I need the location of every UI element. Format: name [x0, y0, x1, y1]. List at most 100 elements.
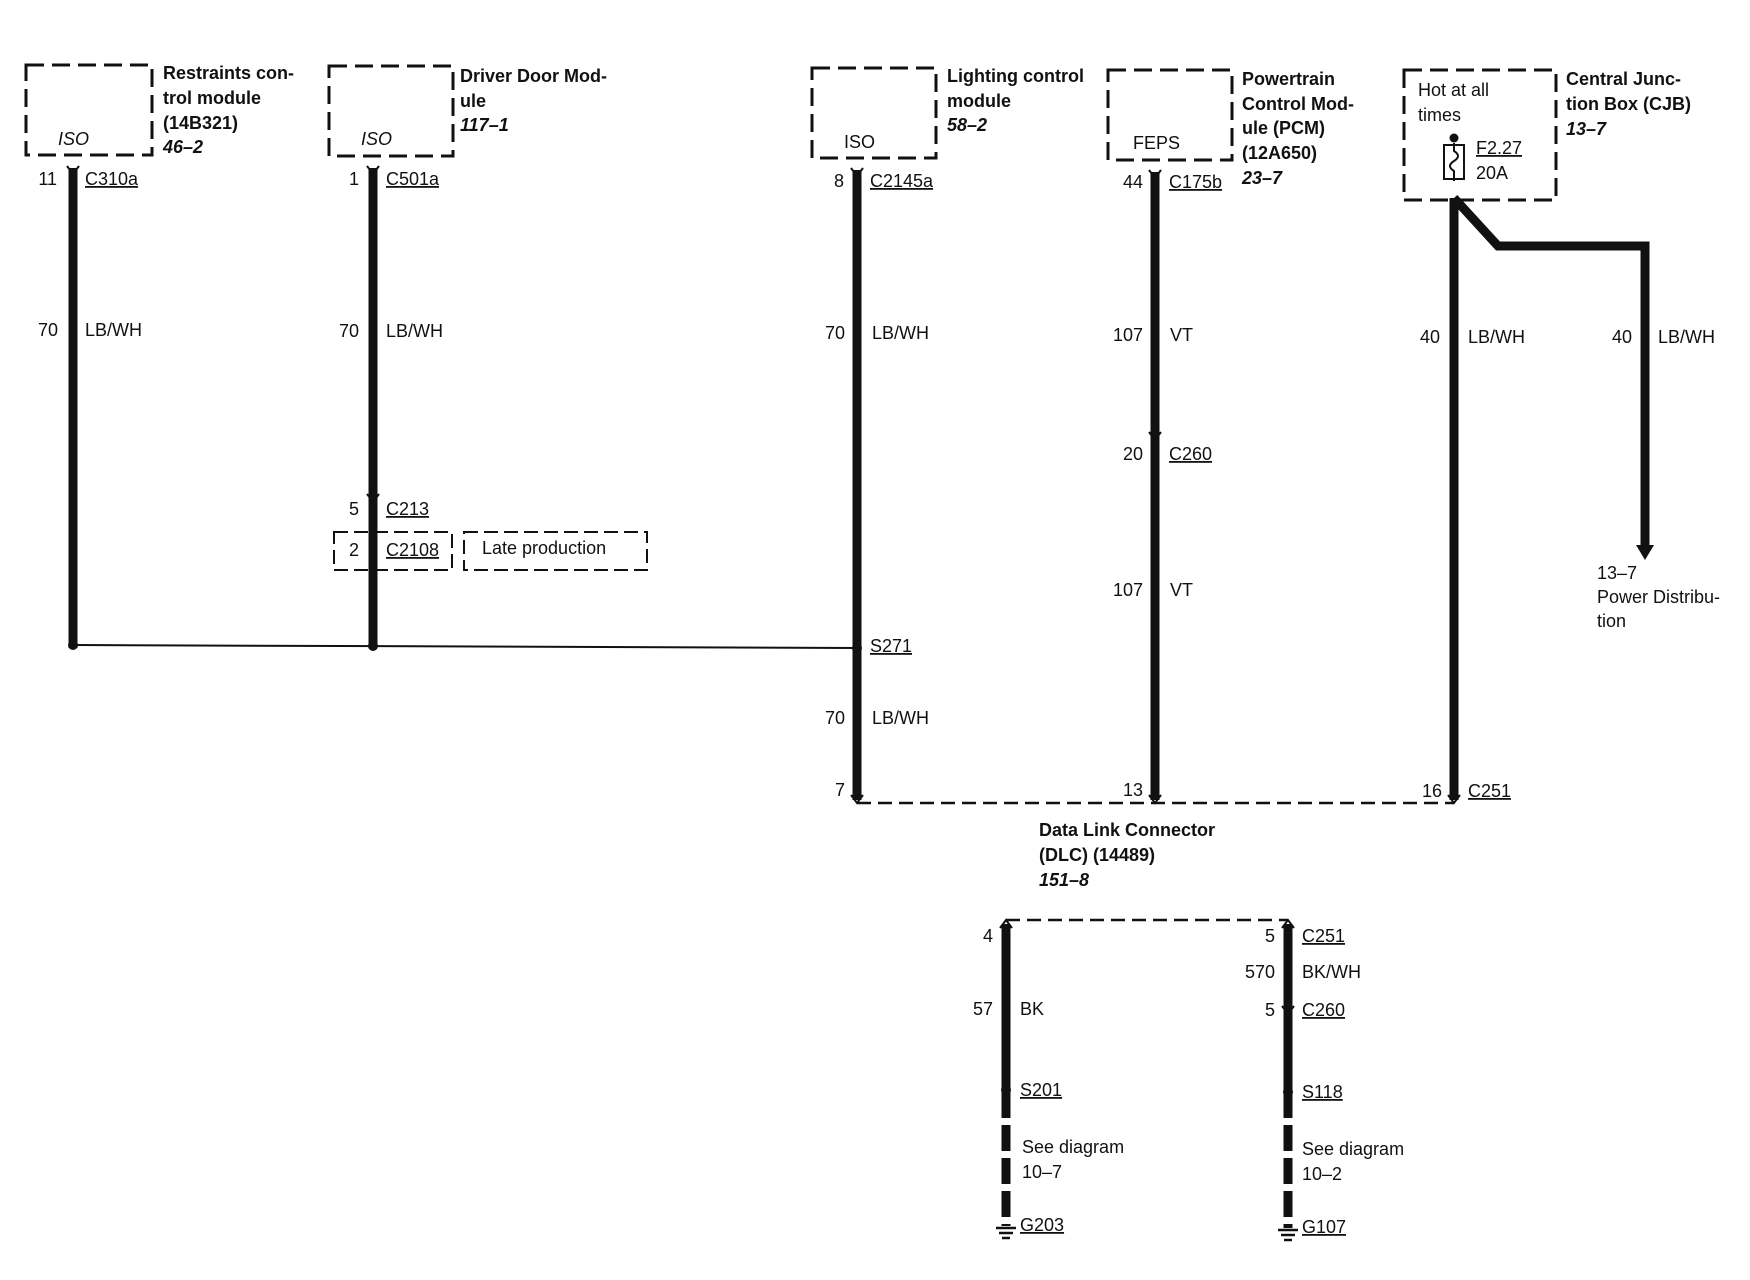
- cjb-hot-2: times: [1418, 105, 1461, 125]
- see-diagram-left-ref: 10–7: [1022, 1162, 1062, 1182]
- ground-left-circuit: 57: [973, 999, 993, 1019]
- central-junction-box: Hot at all times F2.27 20A Central Junc-…: [1402, 68, 1691, 202]
- cjb-name-1: Central Junc-: [1566, 69, 1681, 89]
- dlc-pin-5: 5: [1265, 926, 1275, 946]
- lcm-lower-wire-color: LB/WH: [872, 708, 929, 728]
- dlc-connector: C251: [1468, 781, 1511, 801]
- cjb-circuit: 40: [1420, 327, 1440, 347]
- pcm-name-1: Powertrain: [1242, 69, 1335, 89]
- pcm-box: [1106, 68, 1234, 162]
- pcm-name-2: Control Mod-: [1242, 94, 1354, 114]
- lcm-name-2: module: [947, 91, 1011, 111]
- cjb-branch-wire-color: LB/WH: [1658, 327, 1715, 347]
- cjb-name-2: tion Box (CJB): [1566, 94, 1691, 114]
- splice-s201: S201: [1020, 1080, 1062, 1100]
- ground-g203: G203: [1020, 1215, 1064, 1235]
- lcm-lower-circuit: 70: [825, 708, 845, 728]
- ground-icon: [1278, 1228, 1298, 1242]
- dlc-pin-4: 4: [983, 926, 993, 946]
- ddm-name-2: ule: [460, 91, 486, 111]
- c260b-connector-mark: [1281, 1005, 1295, 1016]
- ddm-connector: C501a: [386, 169, 440, 189]
- power-dist-name-1: Power Distribu-: [1597, 587, 1720, 607]
- rcm-box: [24, 63, 154, 157]
- cjb-branch-circuit: 40: [1612, 327, 1632, 347]
- rcm-pin: 11: [38, 169, 57, 189]
- splice-s271: S271: [870, 636, 912, 656]
- lcm-pin: 8: [834, 171, 844, 191]
- cjb-hot-1: Hot at all: [1418, 80, 1489, 100]
- pcm-name-3: ule (PCM): [1242, 118, 1325, 138]
- driver-door-module: ISO Driver Door Mod- ule 117–1: [327, 64, 607, 158]
- see-diagram-left: See diagram: [1022, 1137, 1124, 1157]
- splice-dot-s118: [1283, 1087, 1293, 1097]
- ddm-name-1: Driver Door Mod-: [460, 66, 607, 86]
- bus-line: [72, 644, 858, 649]
- dlc-pin-13-mark: [1148, 794, 1162, 805]
- dlc-pin-16: 16: [1422, 781, 1442, 801]
- lcm-circuit: 70: [825, 323, 845, 343]
- see-diagram-right-ref: 10–2: [1302, 1164, 1342, 1184]
- rcm-ref: 46–2: [162, 137, 203, 157]
- fuse-terminal-dot: [1449, 133, 1459, 143]
- dlc-pin-16-mark: [1447, 794, 1461, 805]
- lighting-control-module: ISO Lighting control module 58–2: [810, 66, 1084, 160]
- c260b-connector: C260: [1302, 1000, 1345, 1020]
- pcm-name-4: (12A650): [1242, 143, 1317, 163]
- ddm-ref: 117–1: [460, 115, 509, 135]
- cjb-box: [1402, 68, 1558, 202]
- rcm-wire-color: LB/WH: [85, 320, 142, 340]
- dlc-name-2: (DLC) (14489): [1039, 845, 1155, 865]
- pcm-pin: 44: [1123, 172, 1143, 192]
- rcm-name-2: trol module: [163, 88, 261, 108]
- rcm-name-1: Restraints con-: [163, 63, 294, 83]
- splice-dot-ddm: [368, 641, 378, 651]
- c2108-pin: 2: [349, 540, 359, 560]
- fuse-rating: 20A: [1476, 163, 1508, 183]
- splice-s118: S118: [1302, 1082, 1343, 1102]
- c260-connector-mark: [1148, 431, 1162, 442]
- cjb-wire-color: LB/WH: [1468, 327, 1525, 347]
- dlc-connector-2: C251: [1302, 926, 1345, 946]
- dlc-pin-7-mark: [850, 794, 864, 805]
- lcm-code: ISO: [844, 132, 875, 152]
- splice-dot-s201: [1001, 1085, 1011, 1095]
- powertrain-control-module: FEPS Powertrain Control Mod- ule (PCM) (…: [1106, 68, 1354, 188]
- c213-pin: 5: [349, 499, 359, 519]
- ground-left-wire-color: BK: [1020, 999, 1044, 1019]
- lcm-connector-mark: [850, 167, 864, 178]
- c213-connector: C213: [386, 499, 429, 519]
- lcm-box: [810, 66, 938, 160]
- rcm-circuit: 70: [38, 320, 58, 340]
- pcm-connector: C175b: [1169, 172, 1222, 192]
- pcm-ref: 23–7: [1241, 168, 1283, 188]
- lcm-wire-color: LB/WH: [872, 323, 929, 343]
- dlc-pin-13: 13: [1123, 780, 1143, 800]
- pcm-lower-circuit: 107: [1113, 580, 1143, 600]
- pcm-code: FEPS: [1133, 133, 1180, 153]
- lcm-connector: C2145a: [870, 171, 934, 191]
- pcm-lower-wire-color: VT: [1170, 580, 1193, 600]
- ddm-connector-mark: [366, 165, 380, 176]
- ddm-pin: 1: [349, 169, 359, 189]
- c213-connector-mark: [366, 493, 380, 504]
- late-production-label: Late production: [482, 538, 606, 558]
- cjb-ref: 13–7: [1566, 119, 1607, 139]
- ground-g107: G107: [1302, 1217, 1346, 1237]
- dlc-pin-7: 7: [835, 780, 845, 800]
- c260b-pin: 5: [1265, 1000, 1275, 1020]
- c260-pin: 20: [1123, 444, 1143, 464]
- see-diagram-right: See diagram: [1302, 1139, 1404, 1159]
- fuse-id: F2.27: [1476, 138, 1522, 158]
- dlc-name-1: Data Link Connector: [1039, 820, 1215, 840]
- lcm-ref: 58–2: [947, 115, 987, 135]
- ddm-code: ISO: [361, 129, 392, 149]
- power-dist-ref: 13–7: [1597, 563, 1637, 583]
- rcm-code: ISO: [58, 129, 89, 149]
- rcm-name-3: (14B321): [163, 113, 238, 133]
- late-production-box: [463, 531, 648, 571]
- lcm-name-1: Lighting control: [947, 66, 1084, 86]
- ground-right-wire-color: BK/WH: [1302, 962, 1361, 982]
- c2108-connector: C2108: [386, 540, 439, 560]
